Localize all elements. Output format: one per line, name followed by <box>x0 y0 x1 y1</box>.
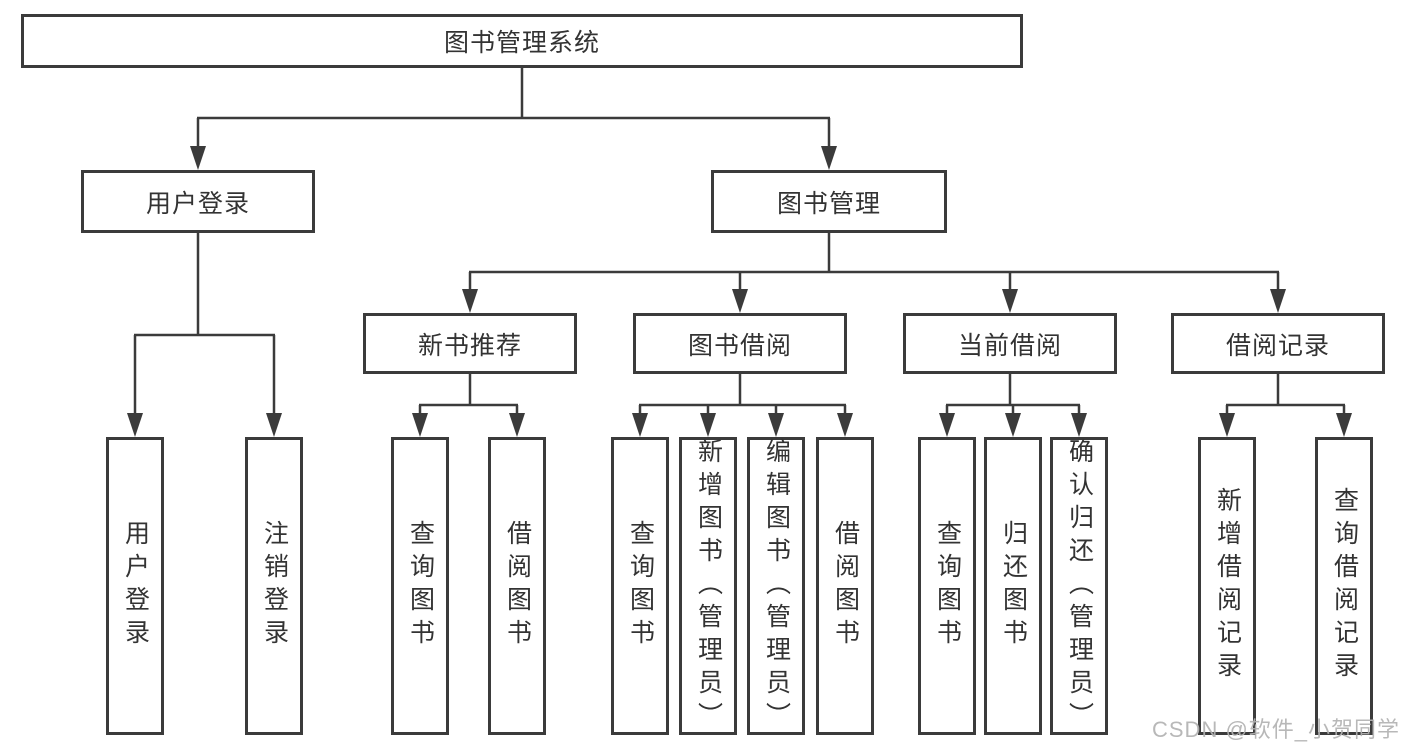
leaf-borrow-edit-admin-label: 编辑图书（管理员） <box>762 437 791 735</box>
leaf-user-login-label: 用户登录 <box>121 520 150 652</box>
leaf-borrow-book: 借阅图书 <box>816 437 874 735</box>
node-borrowing-records: 借阅记录 <box>1171 313 1385 374</box>
node-book-borrowing-label: 图书借阅 <box>687 331 792 360</box>
node-current-borrowing-label: 当前借阅 <box>957 331 1062 360</box>
leaf-query-record-label: 查询借阅记录 <box>1330 487 1359 685</box>
node-book-management-label: 图书管理 <box>776 189 881 218</box>
connector-newbook-branch <box>418 374 519 419</box>
leaf-confirm-return-admin-label: 确认归还（管理员） <box>1065 437 1094 735</box>
node-book-management: 图书管理 <box>711 170 947 233</box>
leaf-current-query-label: 查询图书 <box>933 520 962 652</box>
leaf-confirm-return-admin: 确认归还（管理员） <box>1050 437 1108 735</box>
leaf-current-query: 查询图书 <box>918 437 976 735</box>
arrow-heads <box>127 146 1352 437</box>
leaf-borrow-edit-admin: 编辑图书（管理员） <box>747 437 805 735</box>
leaf-newbook-query: 查询图书 <box>391 437 449 735</box>
node-book-borrowing: 图书借阅 <box>633 313 847 374</box>
leaf-borrow-add-admin-label: 新增图书（管理员） <box>694 437 723 735</box>
leaf-return-book-label: 归还图书 <box>999 520 1028 652</box>
node-new-book-recommend: 新书推荐 <box>363 313 577 374</box>
node-current-borrowing: 当前借阅 <box>903 313 1117 374</box>
leaf-borrow-add-admin: 新增图书（管理员） <box>679 437 737 735</box>
connector-record-branch <box>1225 374 1346 419</box>
connector-borrow-branch <box>638 374 847 419</box>
leaf-borrow-book-label: 借阅图书 <box>831 520 860 652</box>
leaf-return-book: 归还图书 <box>984 437 1042 735</box>
leaf-logout-label: 注销登录 <box>260 520 289 652</box>
leaf-add-record: 新增借阅记录 <box>1198 437 1256 735</box>
node-user-login-label: 用户登录 <box>145 189 250 218</box>
leaf-borrow-query-label: 查询图书 <box>626 520 655 652</box>
node-root-label: 图书管理系统 <box>443 29 600 57</box>
leaf-logout: 注销登录 <box>245 437 303 735</box>
node-new-book-recommend-label: 新书推荐 <box>417 331 522 360</box>
connector-login-branch <box>133 233 276 419</box>
connector-current-branch <box>945 374 1081 419</box>
csdn-watermark: CSDN @软件_小贺同学 <box>1152 717 1401 742</box>
leaf-newbook-borrow-label: 借阅图书 <box>503 520 532 652</box>
node-user-login: 用户登录 <box>81 170 315 233</box>
node-borrowing-records-label: 借阅记录 <box>1225 331 1330 360</box>
leaf-borrow-query: 查询图书 <box>611 437 669 735</box>
leaf-newbook-borrow: 借阅图书 <box>488 437 546 735</box>
connector-management-to-level3 <box>468 233 1280 295</box>
leaf-user-login: 用户登录 <box>106 437 164 735</box>
node-root: 图书管理系统 <box>21 14 1023 68</box>
leaf-newbook-query-label: 查询图书 <box>406 520 435 652</box>
leaf-add-record-label: 新增借阅记录 <box>1213 487 1242 685</box>
connector-root-to-level2 <box>196 68 831 150</box>
leaf-query-record: 查询借阅记录 <box>1315 437 1373 735</box>
